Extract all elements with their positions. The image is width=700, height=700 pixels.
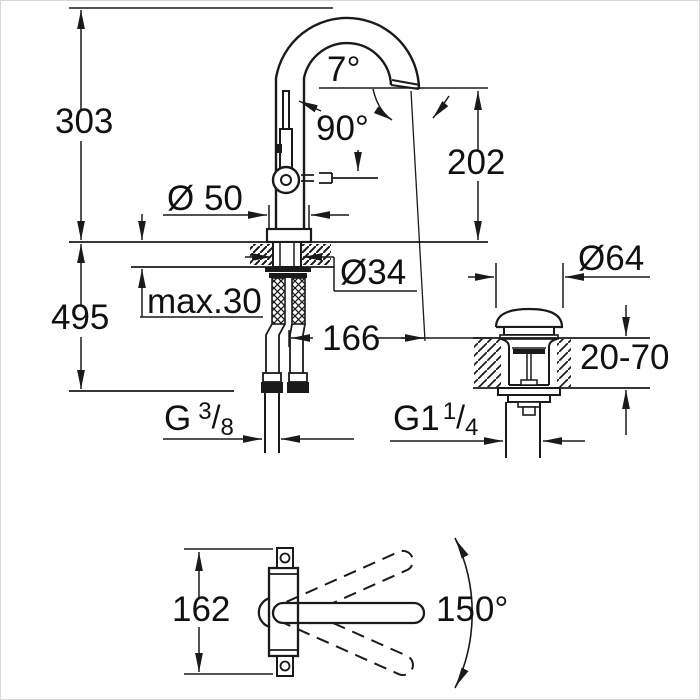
drain-dimensions [390, 263, 650, 445]
drain-plug-collar [503, 326, 555, 336]
spout-inner-contour [302, 41, 393, 242]
angle-arc-left [372, 88, 393, 121]
mounting-nut [269, 273, 307, 278]
dim-202-label: 202 [447, 143, 506, 182]
dim-166-label: 166 [322, 319, 381, 358]
lever-horizontal-dashes [301, 174, 314, 182]
supply-hose-left [271, 277, 286, 325]
front-view-dimensions [69, 7, 491, 443]
mounting-shank [272, 241, 302, 268]
dim-7deg-label: 7° [327, 50, 361, 89]
dim-162-label: 162 [172, 590, 231, 629]
drain-plug-dome [494, 307, 564, 329]
faucet-top-view [257, 547, 426, 677]
lever-swivel-position-down [279, 604, 414, 677]
drain-popup-stem [526, 354, 532, 381]
deck-section-hatch-right [301, 244, 331, 265]
drain-body-cup [500, 338, 558, 386]
waste-drain-section [474, 307, 571, 458]
outlet-centerline [410, 90, 426, 342]
dim-495-label: 495 [51, 298, 110, 337]
thread-base: G1 [393, 399, 440, 438]
hose-connector-left [261, 382, 283, 393]
lever-joint-inner [280, 174, 292, 186]
faucet-base [265, 227, 313, 244]
mounting-washer [265, 267, 311, 272]
lever-horizontal-indicator [319, 172, 378, 184]
thread-denominator: 4 [464, 414, 479, 441]
drain-plug-flange [499, 334, 559, 340]
hose-tubes [265, 323, 306, 373]
dim-dia34-leader [333, 257, 417, 292]
dim-dia64-extension-lines [495, 263, 564, 308]
dim-max30-label: max.30 [147, 282, 262, 321]
mounting-tab-top [276, 547, 294, 569]
hose-connector-left-neck [262, 372, 282, 383]
dim-dia64-label: Ø64 [578, 239, 645, 278]
top-view-dimensions [184, 537, 473, 689]
fraction-slash: / [211, 399, 221, 435]
mounting-tab-bottom [276, 655, 294, 677]
faucet-front-view [250, 16, 426, 453]
shank-inner-lines [279, 242, 295, 267]
mounting-hole-bottom [279, 660, 291, 672]
lever-leader-arrow [298, 100, 322, 113]
swivel-arc-top-arrow [455, 539, 469, 559]
lever-center-position [271, 601, 426, 625]
dim-90deg-label: 90° [316, 109, 369, 148]
thread-numerator: 3 [198, 398, 212, 425]
basin-wall-hatch-left [474, 339, 501, 387]
spout-outer-contour [274, 16, 421, 242]
lever-rod-top [282, 90, 290, 132]
dim-dia50-extension-lines [268, 205, 310, 228]
supply-hose-right [291, 277, 306, 325]
dim-dia50-label: Ø 50 [167, 179, 243, 218]
dim-2070-label: 20-70 [580, 338, 670, 377]
hose-connector-right [287, 382, 309, 393]
drain-locknut [497, 387, 561, 396]
deck-section-hatch-left [250, 244, 273, 265]
hose-connector-right-neck [288, 372, 308, 383]
dim-162-extension-lines [184, 548, 273, 675]
dim-150deg-label: 150° [436, 590, 509, 629]
body-left-bulge [257, 596, 271, 629]
thread-denominator: 8 [220, 414, 234, 441]
swivel-arc-bottom-arrow [455, 667, 469, 687]
dim-dia34-label: Ø34 [340, 253, 407, 292]
fraction-slash: / [456, 399, 465, 435]
lever-swivel-position-up [279, 549, 414, 622]
thread-numerator: 1 [442, 398, 457, 425]
drain-popup-foot [520, 379, 538, 386]
drain-locknut-lower [507, 394, 551, 403]
drain-popup-seal [513, 349, 545, 354]
mounting-hole-top [279, 552, 291, 564]
drain-nipple-tip [522, 406, 536, 416]
waste-pipe [505, 402, 541, 458]
basin-wall-hatch-right [557, 339, 571, 387]
body-end-caps [269, 573, 298, 651]
lever-set-screw [276, 144, 282, 153]
angle-arc-right [432, 95, 450, 119]
thread-base: G [164, 399, 192, 438]
supply-pipe [264, 393, 280, 453]
dim-303-label: 303 [55, 102, 114, 141]
